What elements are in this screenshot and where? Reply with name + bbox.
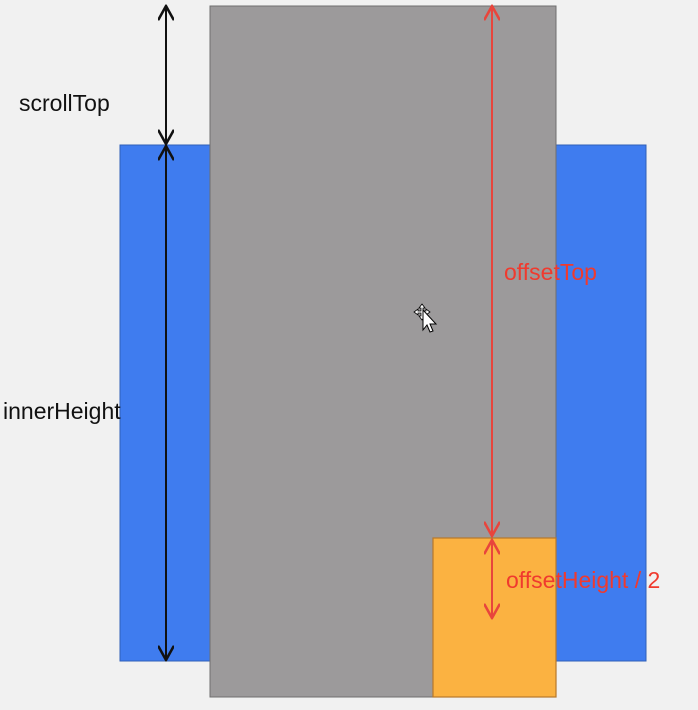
- scroll-top-label: scrollTop: [19, 90, 110, 116]
- move-cursor-icon: [413, 303, 438, 333]
- target-element-rect: [432, 537, 557, 698]
- inner-height-label: innerHeight: [3, 398, 121, 424]
- offset-top-label: offsetTop: [504, 259, 597, 285]
- offset-height-half-label: offsetHeight / 2: [506, 567, 660, 593]
